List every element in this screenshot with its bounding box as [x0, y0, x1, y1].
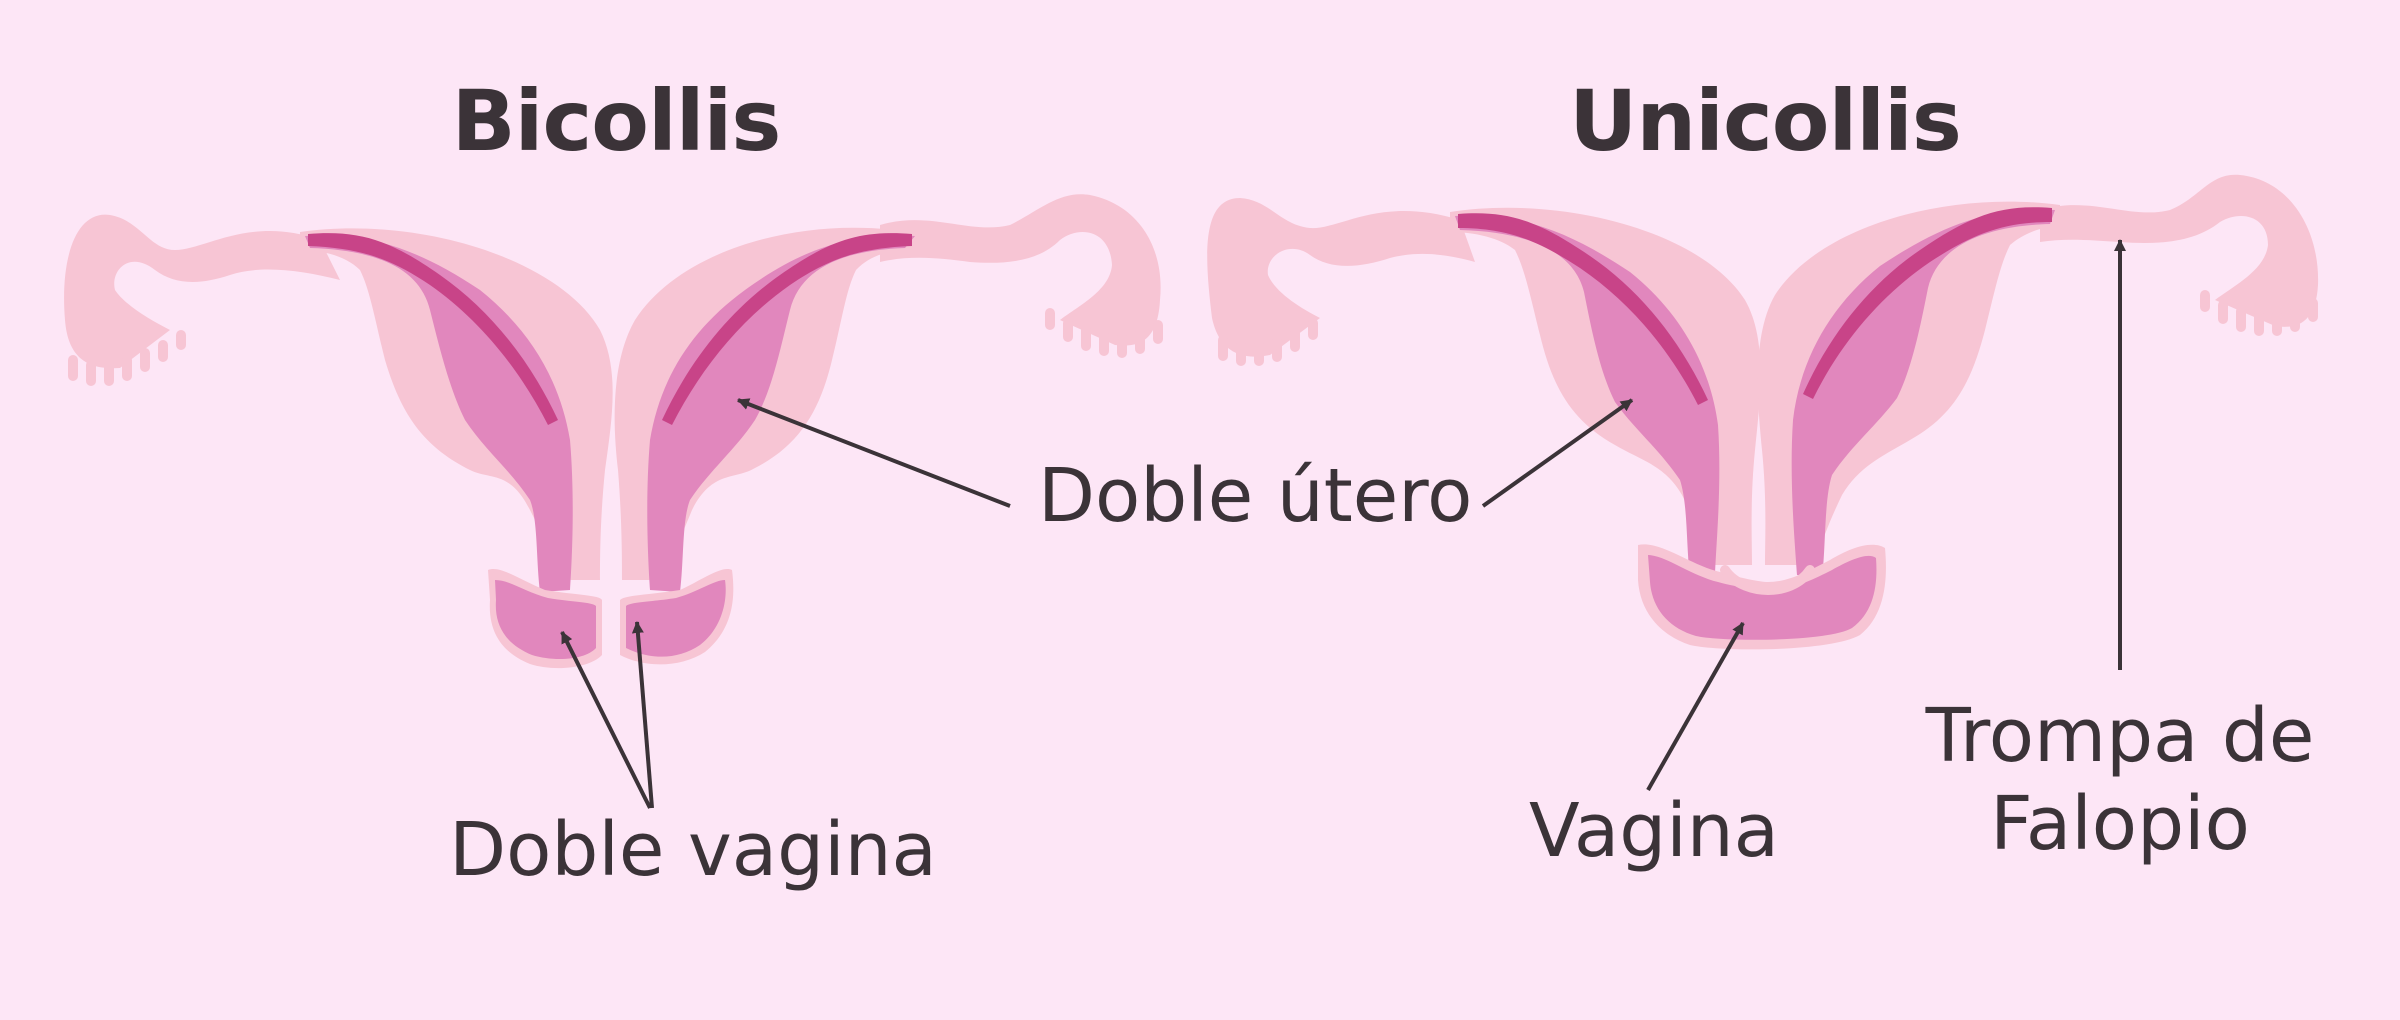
- arrow-double-uterus-left: [737, 398, 1011, 508]
- bicollis-title: Bicollis: [451, 72, 782, 170]
- arrow-double-vagina-left: [560, 631, 652, 809]
- unicollis-right-uterine-horn: [1757, 201, 2060, 566]
- fallopian-tube-label-line2: Falopio: [1990, 781, 2250, 867]
- arrow-double-vagina-right: [631, 621, 654, 809]
- left-endometrium: [308, 233, 558, 425]
- vagina-label: Vagina: [1528, 788, 1780, 874]
- right-vagina-inner: [626, 580, 726, 657]
- unicollis-right-endometrium: [1803, 207, 2052, 399]
- right-fallopian-tube: [880, 194, 1161, 346]
- left-uterine-cavity: [305, 235, 573, 593]
- unicollis-right-fimbriae: [2200, 290, 2318, 336]
- unicollis-left-endometrium: [1458, 213, 1708, 405]
- right-endometrium: [662, 233, 912, 425]
- fallopian-tube-label-line1: Trompa de: [1925, 693, 2315, 779]
- unicollis-title: Unicollis: [1569, 72, 1962, 170]
- arrow-double-uterus-right: [1481, 398, 1634, 508]
- arrow-vagina: [1646, 622, 1745, 791]
- fallopian-tube-label: Trompa de Falopio: [1926, 692, 2315, 868]
- double-uterus-label: Doble útero: [1038, 453, 1473, 539]
- double-vagina-label: Doble vagina: [449, 807, 937, 893]
- unicollis-cervix-fold: [1720, 565, 1815, 596]
- left-fimbriae: [68, 330, 186, 386]
- right-fimbriae: [1045, 308, 1163, 358]
- unicollis-uterus-figure: [1207, 174, 2319, 650]
- annotation-arrows: [560, 239, 2126, 809]
- unicollis-left-fimbriae: [1218, 318, 1318, 366]
- left-fallopian-tube: [64, 214, 340, 369]
- bicollis-uterus-figure: [64, 194, 1163, 669]
- unicollis-right-fallopian-tube: [2040, 174, 2319, 327]
- unicollis-right-cavity: [1791, 209, 2055, 578]
- right-uterine-cavity: [647, 235, 915, 593]
- unicollis-left-cavity: [1455, 215, 1720, 578]
- unicollis-vagina-inner: [1648, 555, 1877, 640]
- unicollis-left-fallopian-tube: [1207, 198, 1475, 357]
